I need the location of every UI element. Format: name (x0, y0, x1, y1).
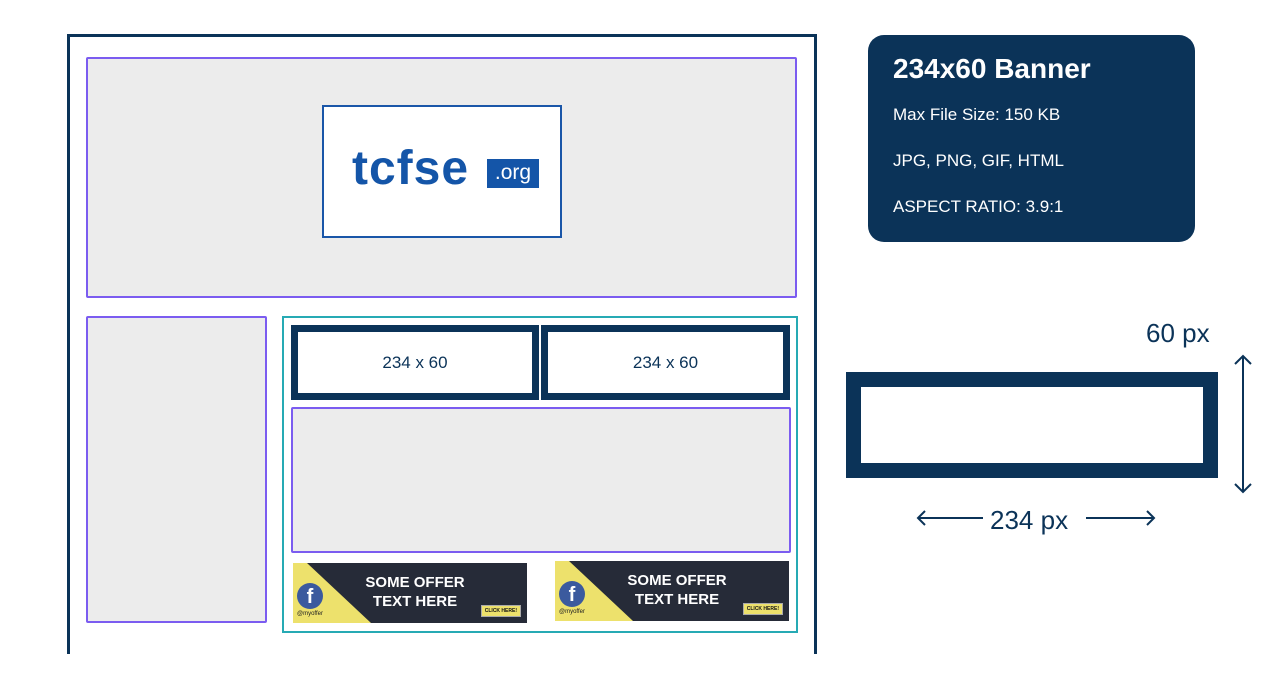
ad-handle: @myoffer (559, 609, 585, 615)
facebook-icon: f (297, 583, 323, 609)
sidebar-area (86, 316, 267, 623)
content-area (291, 407, 791, 553)
ad-banner-1[interactable]: f @myoffer SOME OFFER TEXT HERE CLICK HER… (293, 563, 527, 623)
ad-line-1: SOME OFFER (365, 574, 465, 591)
banner-slot-1: 234 x 60 (291, 325, 539, 400)
height-label: 60 px (1146, 318, 1210, 348)
banner-size-diagram (846, 372, 1218, 478)
spec-file-size: Max File Size: 150 KB (893, 105, 1061, 124)
logo-text: tcfse (352, 142, 470, 195)
ad-banner-2[interactable]: f @myoffer SOME OFFER TEXT HERE CLICK HER… (555, 561, 789, 621)
ad-handle: @myoffer (297, 611, 323, 617)
logo: tcfse .org (322, 105, 562, 238)
ad-offer-text: SOME OFFER TEXT HERE (343, 573, 527, 611)
ad-cta-button[interactable]: CLICK HERE! (742, 603, 783, 615)
banner-zone (282, 316, 798, 633)
ad-offer-text: SOME OFFER TEXT HERE (605, 571, 789, 609)
spec-formats: JPG, PNG, GIF, HTML (893, 151, 1064, 170)
banner-slot-2: 234 x 60 (541, 325, 790, 400)
spec-title: 234x60 Banner (893, 53, 1091, 84)
ad-line-2: TEXT HERE (372, 593, 458, 610)
facebook-icon: f (559, 581, 585, 607)
width-label: 234 px (990, 505, 1069, 535)
logo-tld: .org (487, 159, 539, 188)
ad-cta-button[interactable]: CLICK HERE! (480, 605, 521, 617)
ad-line-2: TEXT HERE (634, 591, 720, 608)
ad-line-1: SOME OFFER (627, 572, 727, 589)
spec-card: 234x60 Banner Max File Size: 150 KB JPG,… (868, 35, 1195, 242)
page-mockup-frame (67, 34, 817, 654)
spec-aspect-ratio: ASPECT RATIO: 3.9:1 (893, 197, 1064, 216)
